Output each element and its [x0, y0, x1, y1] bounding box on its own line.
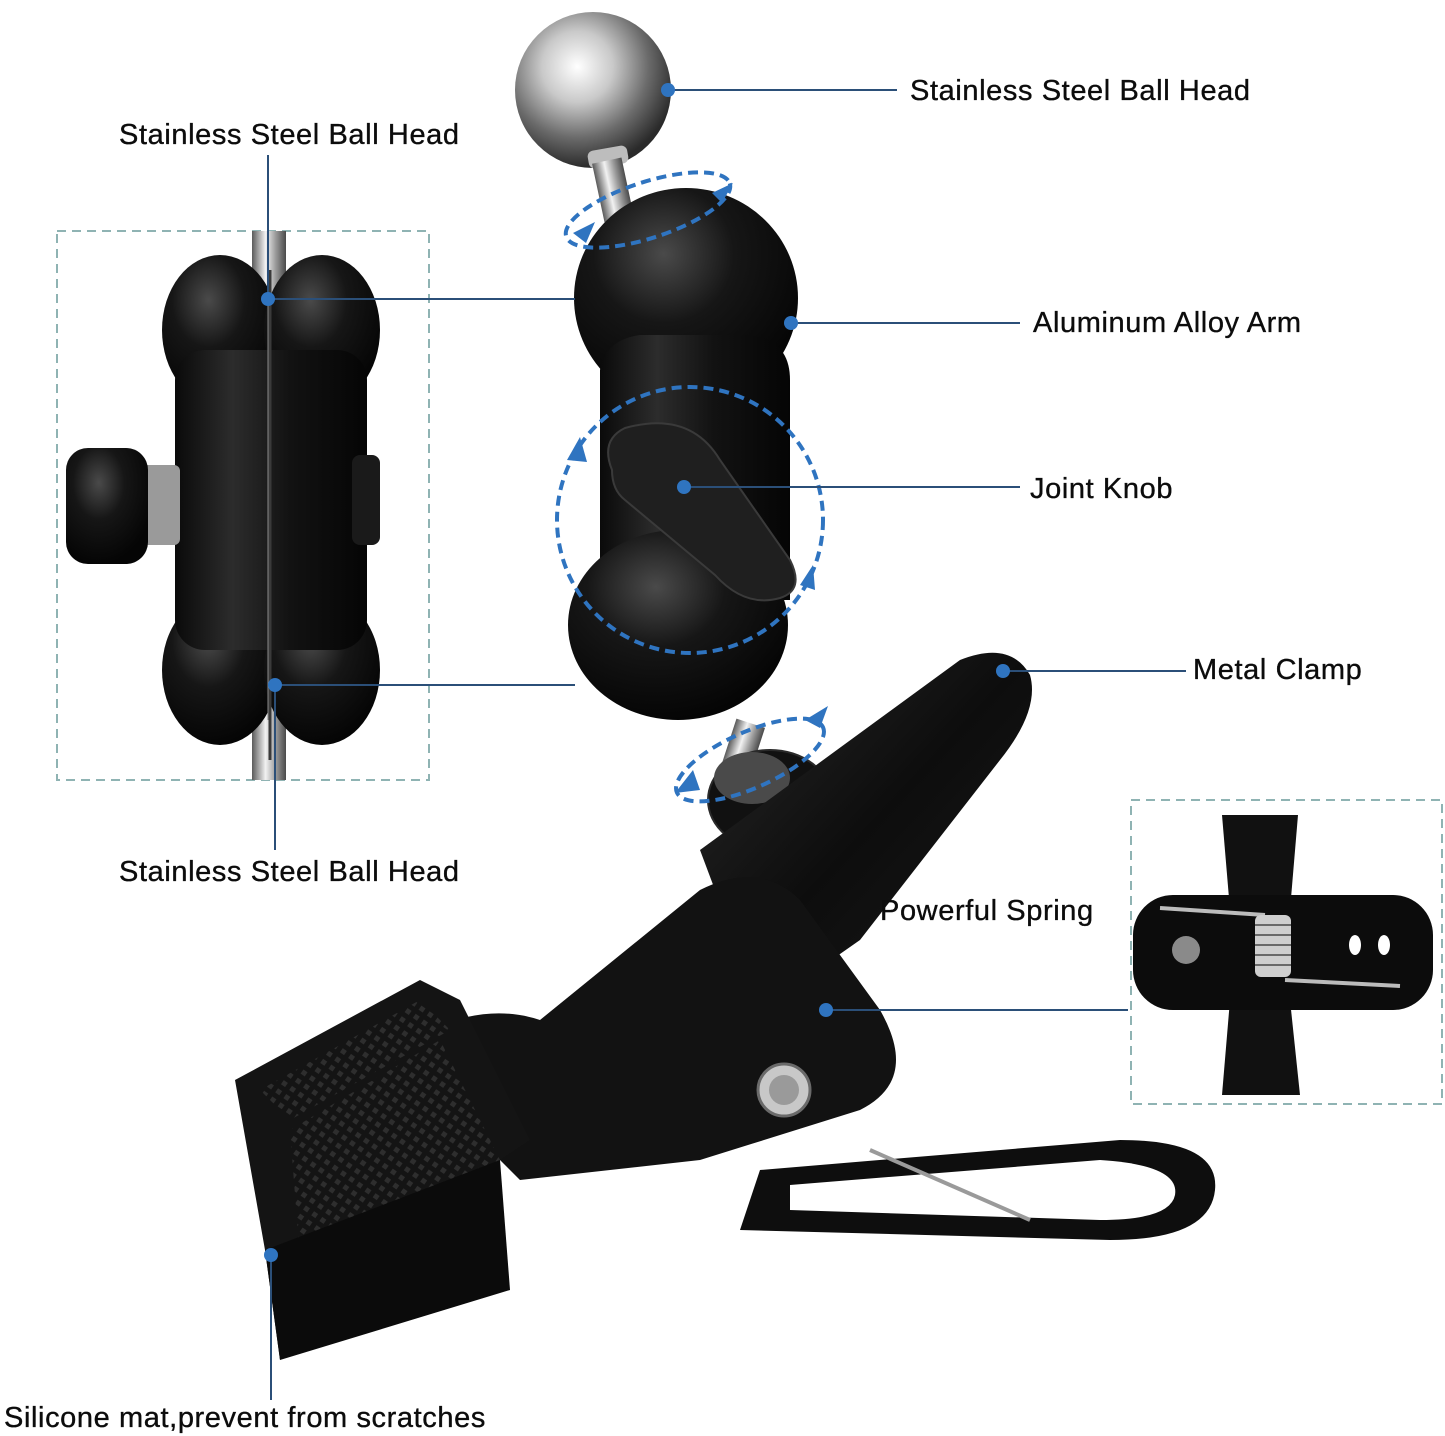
leader-lines [267, 89, 1186, 1400]
callout-dot-icon [784, 316, 798, 330]
rotation-arrow-top-icon [563, 170, 733, 250]
metal-clamp [235, 652, 1216, 1360]
spring-top-view-inset [1130, 799, 1443, 1105]
detail-box [56, 230, 430, 781]
steel-ball-head [515, 12, 671, 168]
center-arm-assembly [515, 12, 833, 851]
label-powerful-spring: Powerful Spring [880, 895, 1094, 927]
callout-dot-icon [264, 1248, 278, 1262]
label-aluminum-alloy-arm: Aluminum Alloy Arm [1033, 307, 1302, 339]
arm-side-view-inset [56, 230, 430, 781]
label-stainless-steel-ball-head-inset-top: Stainless Steel Ball Head [119, 119, 460, 151]
callout-dot-icon [996, 664, 1010, 678]
callout-dot-icon [819, 1003, 833, 1017]
label-silicone-mat: Silicone mat,prevent from scratches [4, 1402, 486, 1434]
callout-dot-icon [677, 480, 691, 494]
detail-box [1130, 799, 1443, 1105]
rotation-arrow-knob-icon [555, 385, 825, 655]
callout-dot-icon [661, 83, 675, 97]
label-joint-knob: Joint Knob [1030, 473, 1174, 505]
label-metal-clamp: Metal Clamp [1193, 654, 1363, 686]
callout-dot-icon [268, 678, 282, 692]
label-stainless-steel-ball-head-top: Stainless Steel Ball Head [910, 75, 1251, 107]
callout-dot-icon [261, 292, 275, 306]
label-stainless-steel-ball-head-inset-bottom: Stainless Steel Ball Head [119, 856, 460, 888]
